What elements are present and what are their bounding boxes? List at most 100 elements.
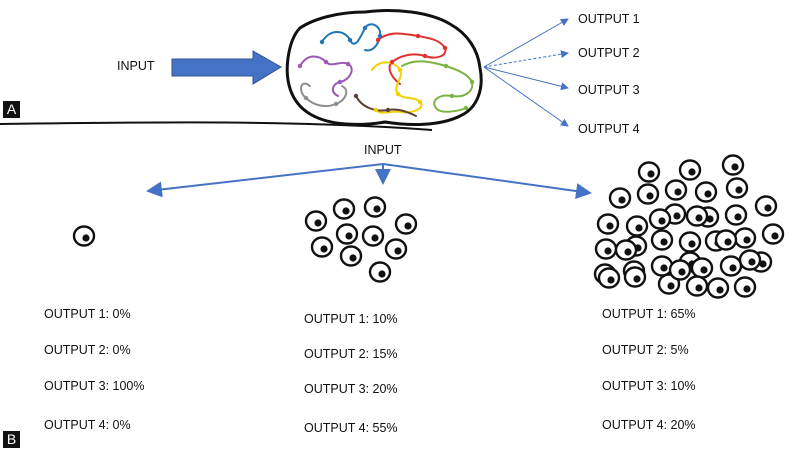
col2-output-2: OUTPUT 2: 15% [304, 347, 398, 361]
panel-tag-b: B [3, 431, 20, 448]
col1-output-2: OUTPUT 2: 0% [44, 343, 131, 357]
cell [614, 239, 638, 261]
cell-nucleus [743, 236, 751, 244]
input-label-b: INPUT [364, 143, 402, 157]
pathway-yellow [371, 61, 423, 114]
col2-output-3: OUTPUT 3: 20% [304, 382, 398, 396]
cell-nucleus [673, 212, 681, 220]
cell-nucleus [729, 264, 737, 272]
cell [596, 213, 620, 235]
brain-outline [285, 9, 483, 126]
output-label-2: OUTPUT 2 [578, 46, 640, 60]
pathway-green [401, 60, 474, 113]
output-arrow-4 [483, 66, 569, 127]
cell [733, 227, 757, 249]
cell [636, 183, 660, 205]
cell-nucleus [764, 204, 772, 212]
cell-nucleus [731, 163, 739, 171]
cell-nucleus [618, 196, 626, 204]
col2-output-1: OUTPUT 1: 10% [304, 312, 398, 326]
cell [714, 229, 738, 251]
cell [637, 161, 661, 183]
cell-nucleus [724, 238, 732, 246]
output-arrow-3 [483, 66, 569, 91]
cell [738, 249, 762, 271]
cell [678, 159, 702, 181]
cell-nucleus [606, 222, 614, 230]
cell [335, 223, 359, 245]
cell-nucleus [394, 247, 402, 255]
cell-nucleus [667, 282, 675, 290]
cell [668, 259, 692, 281]
cell [733, 276, 757, 298]
cell-nucleus [660, 238, 668, 246]
cell [721, 154, 745, 176]
cell-nucleus [646, 192, 654, 200]
input-arrows-b [146, 163, 592, 199]
cell [694, 181, 718, 203]
cell [597, 267, 621, 289]
cell-nucleus [678, 268, 686, 276]
cell-nucleus [688, 240, 696, 248]
cell-nucleus [604, 247, 612, 255]
cell-nucleus [688, 168, 696, 176]
cell-nucleus [82, 234, 90, 242]
cell [648, 208, 672, 230]
cell [310, 236, 334, 258]
cell [363, 196, 387, 218]
cell [706, 277, 730, 299]
input-arrow-right [382, 163, 592, 199]
cell [664, 179, 688, 201]
col3-output-3: OUTPUT 3: 10% [602, 379, 696, 393]
cell-nucleus [695, 284, 703, 292]
cell [394, 213, 418, 235]
cell [361, 225, 385, 247]
cell [690, 257, 714, 279]
cell [761, 223, 785, 245]
cell [608, 187, 632, 209]
cell-group-3 [593, 154, 785, 299]
cell-group-1 [72, 225, 96, 247]
cell-nucleus [660, 264, 668, 272]
cell [339, 245, 363, 267]
col1-output-1: OUTPUT 1: 0% [44, 307, 131, 321]
cell-nucleus [771, 232, 779, 240]
output-arrow-1 [483, 18, 569, 68]
cell [625, 215, 649, 237]
cell [719, 255, 743, 277]
input-block-arrow [171, 50, 282, 85]
cell-nucleus [674, 188, 682, 196]
cell-nucleus [404, 222, 412, 230]
cell-nucleus [349, 254, 357, 262]
cell-nucleus [345, 232, 353, 240]
cell-nucleus [633, 275, 641, 283]
col3-output-1: OUTPUT 1: 65% [602, 307, 696, 321]
cell [725, 177, 749, 199]
cell-nucleus [759, 260, 767, 268]
cell [332, 198, 356, 220]
pathway-nodes [297, 25, 475, 113]
neural-pathways [299, 23, 474, 117]
output-arrows-a [483, 18, 569, 127]
cell [304, 210, 328, 232]
cell-nucleus [342, 207, 350, 215]
cell-nucleus [607, 276, 615, 284]
cell-nucleus [704, 190, 712, 198]
pathway-grey [300, 82, 348, 107]
col3-output-4: OUTPUT 4: 20% [602, 418, 696, 432]
col1-output-3: OUTPUT 3: 100% [44, 379, 145, 393]
cell-nucleus [743, 285, 751, 293]
cell [650, 255, 674, 277]
cell [650, 229, 674, 251]
input-label-a: INPUT [117, 59, 155, 73]
cell [685, 205, 709, 227]
cell-nucleus [320, 245, 328, 253]
cell-nucleus [647, 170, 655, 178]
cell-nucleus [371, 234, 379, 242]
input-arrow-left [146, 163, 384, 198]
output-label-3: OUTPUT 3 [578, 83, 640, 97]
cell-nucleus [695, 214, 703, 222]
cell-nucleus [624, 248, 632, 256]
cell [368, 261, 392, 283]
